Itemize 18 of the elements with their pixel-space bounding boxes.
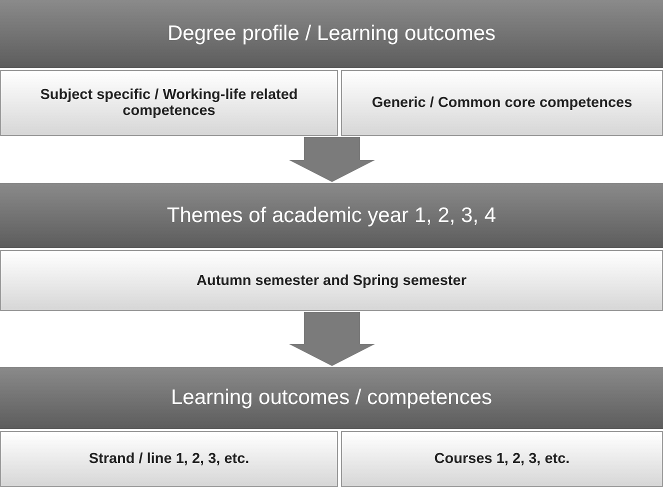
block-arrow xyxy=(289,312,375,366)
text-panel xyxy=(0,70,338,136)
heading-band xyxy=(0,183,663,248)
text-panel xyxy=(341,431,663,487)
heading-text: Learning outcomes / competences xyxy=(170,386,492,410)
text-panel xyxy=(0,250,663,311)
heading-band xyxy=(0,367,663,429)
heading-text: Themes of academic year 1, 2, 3, 4 xyxy=(166,204,496,228)
panel-text: Generic / Common core competences xyxy=(372,95,632,111)
text-panel xyxy=(341,70,663,136)
heading-band xyxy=(0,0,663,68)
panel-text: Strand / line 1, 2, 3, etc. xyxy=(88,451,250,467)
panel-text: Autumn semester and Spring semester xyxy=(196,272,466,288)
panel-text: Subject specific / Working-life related competences xyxy=(39,87,299,119)
text-panel xyxy=(0,431,338,487)
heading-text: Degree profile / Learning outcomes xyxy=(167,22,496,46)
block-arrow xyxy=(289,137,375,182)
panel-text: Courses 1, 2, 3, etc. xyxy=(434,451,570,467)
